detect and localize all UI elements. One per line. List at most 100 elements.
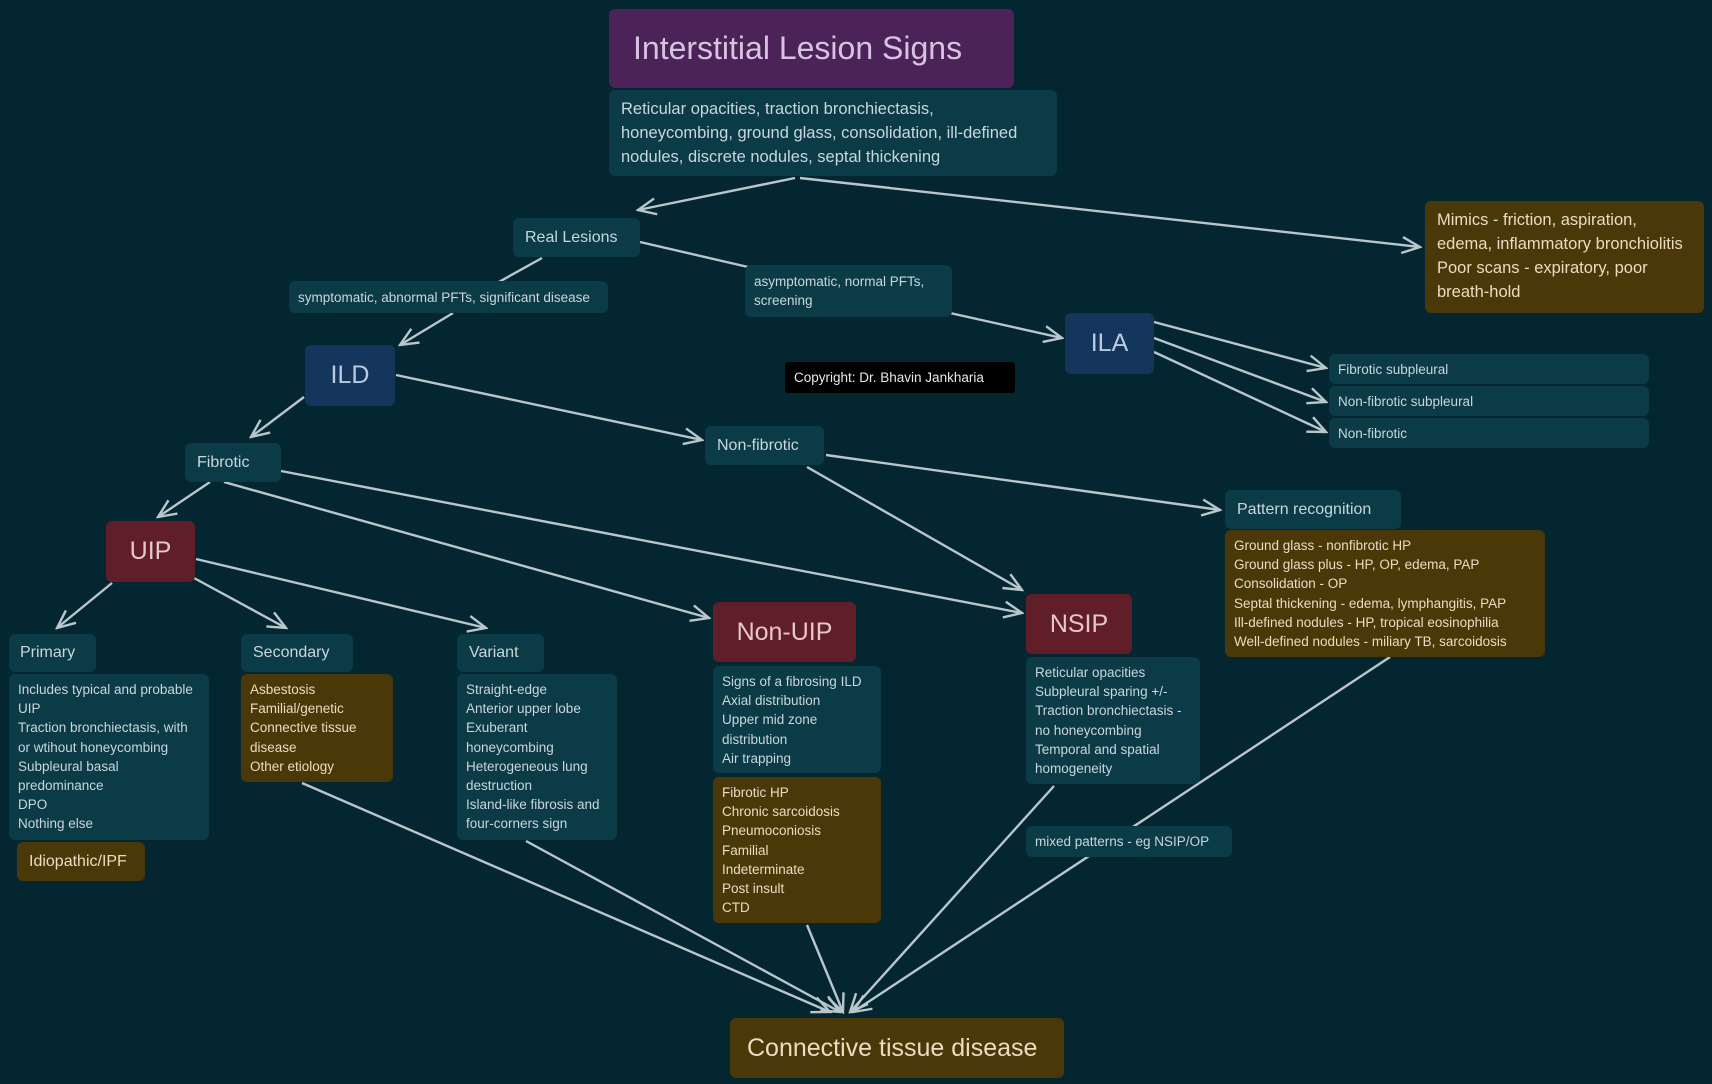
edge-uip-secondary <box>193 576 286 628</box>
non-fibrotic-text: Non-fibrotic <box>717 436 799 454</box>
asymptomatic-text: asymptomatic, normal PFTs, screening <box>754 274 925 309</box>
uip-node: UIP <box>106 521 195 582</box>
secondary-text: Secondary <box>253 644 330 661</box>
ila-item-text: Non-fibrotic subpleural <box>1338 393 1474 409</box>
variant-text: Variant <box>469 644 519 661</box>
non-fibrotic-node: Non-fibrotic <box>705 426 824 465</box>
secondary-item: Connective tissue disease <box>250 720 357 755</box>
pattern-item: Well-defined nodules - miliary TB, sarco… <box>1234 634 1507 650</box>
real-lesions-node: Real Lesions <box>513 218 640 257</box>
edge-fibrotic-uip <box>158 481 211 517</box>
ild-node: ILD <box>305 345 395 406</box>
secondary-item: Asbestosis <box>250 682 316 697</box>
non-uip-sign: Axial distribution <box>722 693 821 709</box>
copyright-label: Copyright: Dr. Bhavin Jankharia <box>785 362 1015 393</box>
edge-secondary-ctd <box>301 781 830 1012</box>
nsip-item: Traction bronchiectasis - no honeycombin… <box>1035 703 1182 738</box>
title-text: Interstitial Lesion Signs <box>633 30 963 66</box>
variant-list-node: Straight-edge Anterior upper lobe Exuber… <box>457 674 617 840</box>
ila-item-nonfibrotic: Non-fibrotic <box>1329 418 1649 448</box>
fibrotic-node: Fibrotic <box>185 443 281 482</box>
primary-list-node: Includes typical and probable UIP Tracti… <box>9 674 209 840</box>
copyright-text: Copyright: Dr. Bhavin Jankharia <box>794 370 984 385</box>
edge-ild-nonfibrotic <box>395 373 702 440</box>
edge-ila-nonfibsub <box>1153 336 1326 402</box>
non-uip-cause: Post insult <box>722 881 785 897</box>
variant-item: Straight-edge <box>466 682 548 697</box>
non-uip-signs-node: Signs of a fibrosing ILD Axial distribut… <box>713 666 881 773</box>
primary-item: DPO <box>18 797 48 813</box>
primary-item: Traction bronchiectasis, with or wtihout… <box>18 720 188 755</box>
primary-text: Primary <box>20 644 76 661</box>
non-uip-cause: CTD <box>722 900 750 916</box>
variant-item: Island-like fibrosis and four-corners si… <box>466 797 600 832</box>
variant-node: Variant <box>457 634 544 672</box>
edge-ild-fibrotic <box>251 396 305 437</box>
ctd-node: Connective tissue disease <box>730 1018 1064 1078</box>
ila-item-text: Fibrotic subpleural <box>1338 361 1449 377</box>
edge-real-ild-arrow <box>400 311 454 345</box>
secondary-item: Familial/genetic <box>250 701 344 717</box>
nsip-item: Temporal and spatial homogeneity <box>1035 741 1160 777</box>
edge-signs-real <box>638 176 796 210</box>
primary-node: Primary <box>9 634 96 672</box>
primary-item: Nothing else <box>18 816 94 832</box>
symptomatic-text: symptomatic, abnormal PFTs, significant … <box>298 289 590 305</box>
edge-fibrotic-nonuip <box>223 480 709 618</box>
edge-nsip-ctd <box>850 785 1055 1012</box>
mimics-node: Mimics - friction, aspiration, edema, in… <box>1425 201 1704 313</box>
mimics-line: Poor scans - expiratory, poor breath-hol… <box>1437 259 1648 301</box>
symptomatic-label: symptomatic, abnormal PFTs, significant … <box>289 281 608 313</box>
top-signs-node: Reticular opacities, traction bronchiect… <box>609 90 1057 176</box>
ila-item-text: Non-fibrotic <box>1338 425 1408 441</box>
non-uip-causes-node: Fibrotic HP Chronic sarcoidosis Pneumoco… <box>713 777 881 923</box>
idiopathic-text: Idiopathic/IPF <box>29 852 127 870</box>
pattern-recognition-node: Pattern recognition <box>1225 490 1401 529</box>
edge-ila-fibrotic <box>1153 320 1326 368</box>
edge-nonfib-nsip <box>806 465 1022 590</box>
ila-node: ILA <box>1065 313 1154 374</box>
edge-asym-ila <box>949 311 1062 338</box>
non-uip-sign: Signs of a fibrosing ILD <box>722 674 862 689</box>
asymptomatic-label: asymptomatic, normal PFTs, screening <box>745 265 952 317</box>
pattern-item: Septal thickening - edema, lymphangitis,… <box>1234 595 1507 611</box>
variant-item: Exuberant honeycombing <box>466 720 554 755</box>
edge-real-ild <box>496 256 543 285</box>
primary-item: Subpleural basal predominance <box>18 758 119 794</box>
variant-item: Anterior upper lobe <box>466 701 581 717</box>
nsip-node: NSIP <box>1026 594 1132 654</box>
real-lesions-text: Real Lesions <box>525 228 618 246</box>
edge-nonfib-pattern <box>825 453 1220 510</box>
edge-real-asym <box>639 240 749 269</box>
mixed-patterns-label: mixed patterns - eg NSIP/OP <box>1026 826 1232 857</box>
non-uip-sign: Air trapping <box>722 750 792 766</box>
pattern-item: Ill-defined nodules - HP, tropical eosin… <box>1234 614 1499 630</box>
ila-text: ILA <box>1090 329 1129 357</box>
non-uip-cause: Indeterminate <box>722 861 805 877</box>
edge-signs-mimics <box>799 176 1420 247</box>
idiopathic-node: Idiopathic/IPF <box>17 842 145 881</box>
pattern-recognition-text: Pattern recognition <box>1237 500 1372 518</box>
primary-item: Includes typical and probable UIP <box>18 682 193 717</box>
edge-nonuip-ctd <box>805 924 843 1012</box>
ctd-text: Connective tissue disease <box>747 1033 1038 1062</box>
edge-ila-nonfib <box>1153 350 1326 432</box>
pattern-item: Consolidation - OP <box>1234 576 1348 592</box>
mixed-patterns-text: mixed patterns - eg NSIP/OP <box>1035 834 1210 849</box>
non-uip-cause: Pneumoconiosis <box>722 823 822 839</box>
nsip-list-node: Reticular opacities Subpleural sparing +… <box>1026 657 1200 784</box>
pattern-list-node: Ground glass - nonfibrotic HP Ground gla… <box>1225 530 1545 657</box>
nsip-item: Subpleural sparing +/- <box>1035 684 1168 700</box>
secondary-node: Secondary <box>241 634 353 672</box>
nsip-text: NSIP <box>1049 609 1109 638</box>
nsip-item: Reticular opacities <box>1035 665 1146 680</box>
fibrotic-text: Fibrotic <box>197 453 250 471</box>
non-uip-cause: Fibrotic HP <box>722 785 789 800</box>
non-uip-cause: Chronic sarcoidosis <box>722 804 840 820</box>
uip-text: UIP <box>129 537 172 565</box>
edge-fibrotic-nsip <box>280 469 1022 613</box>
edge-variant-ctd <box>525 839 840 1012</box>
title-node: Interstitial Lesion Signs <box>609 9 1014 88</box>
ila-item-nonfibrotic-subpleural: Non-fibrotic subpleural <box>1329 386 1649 416</box>
